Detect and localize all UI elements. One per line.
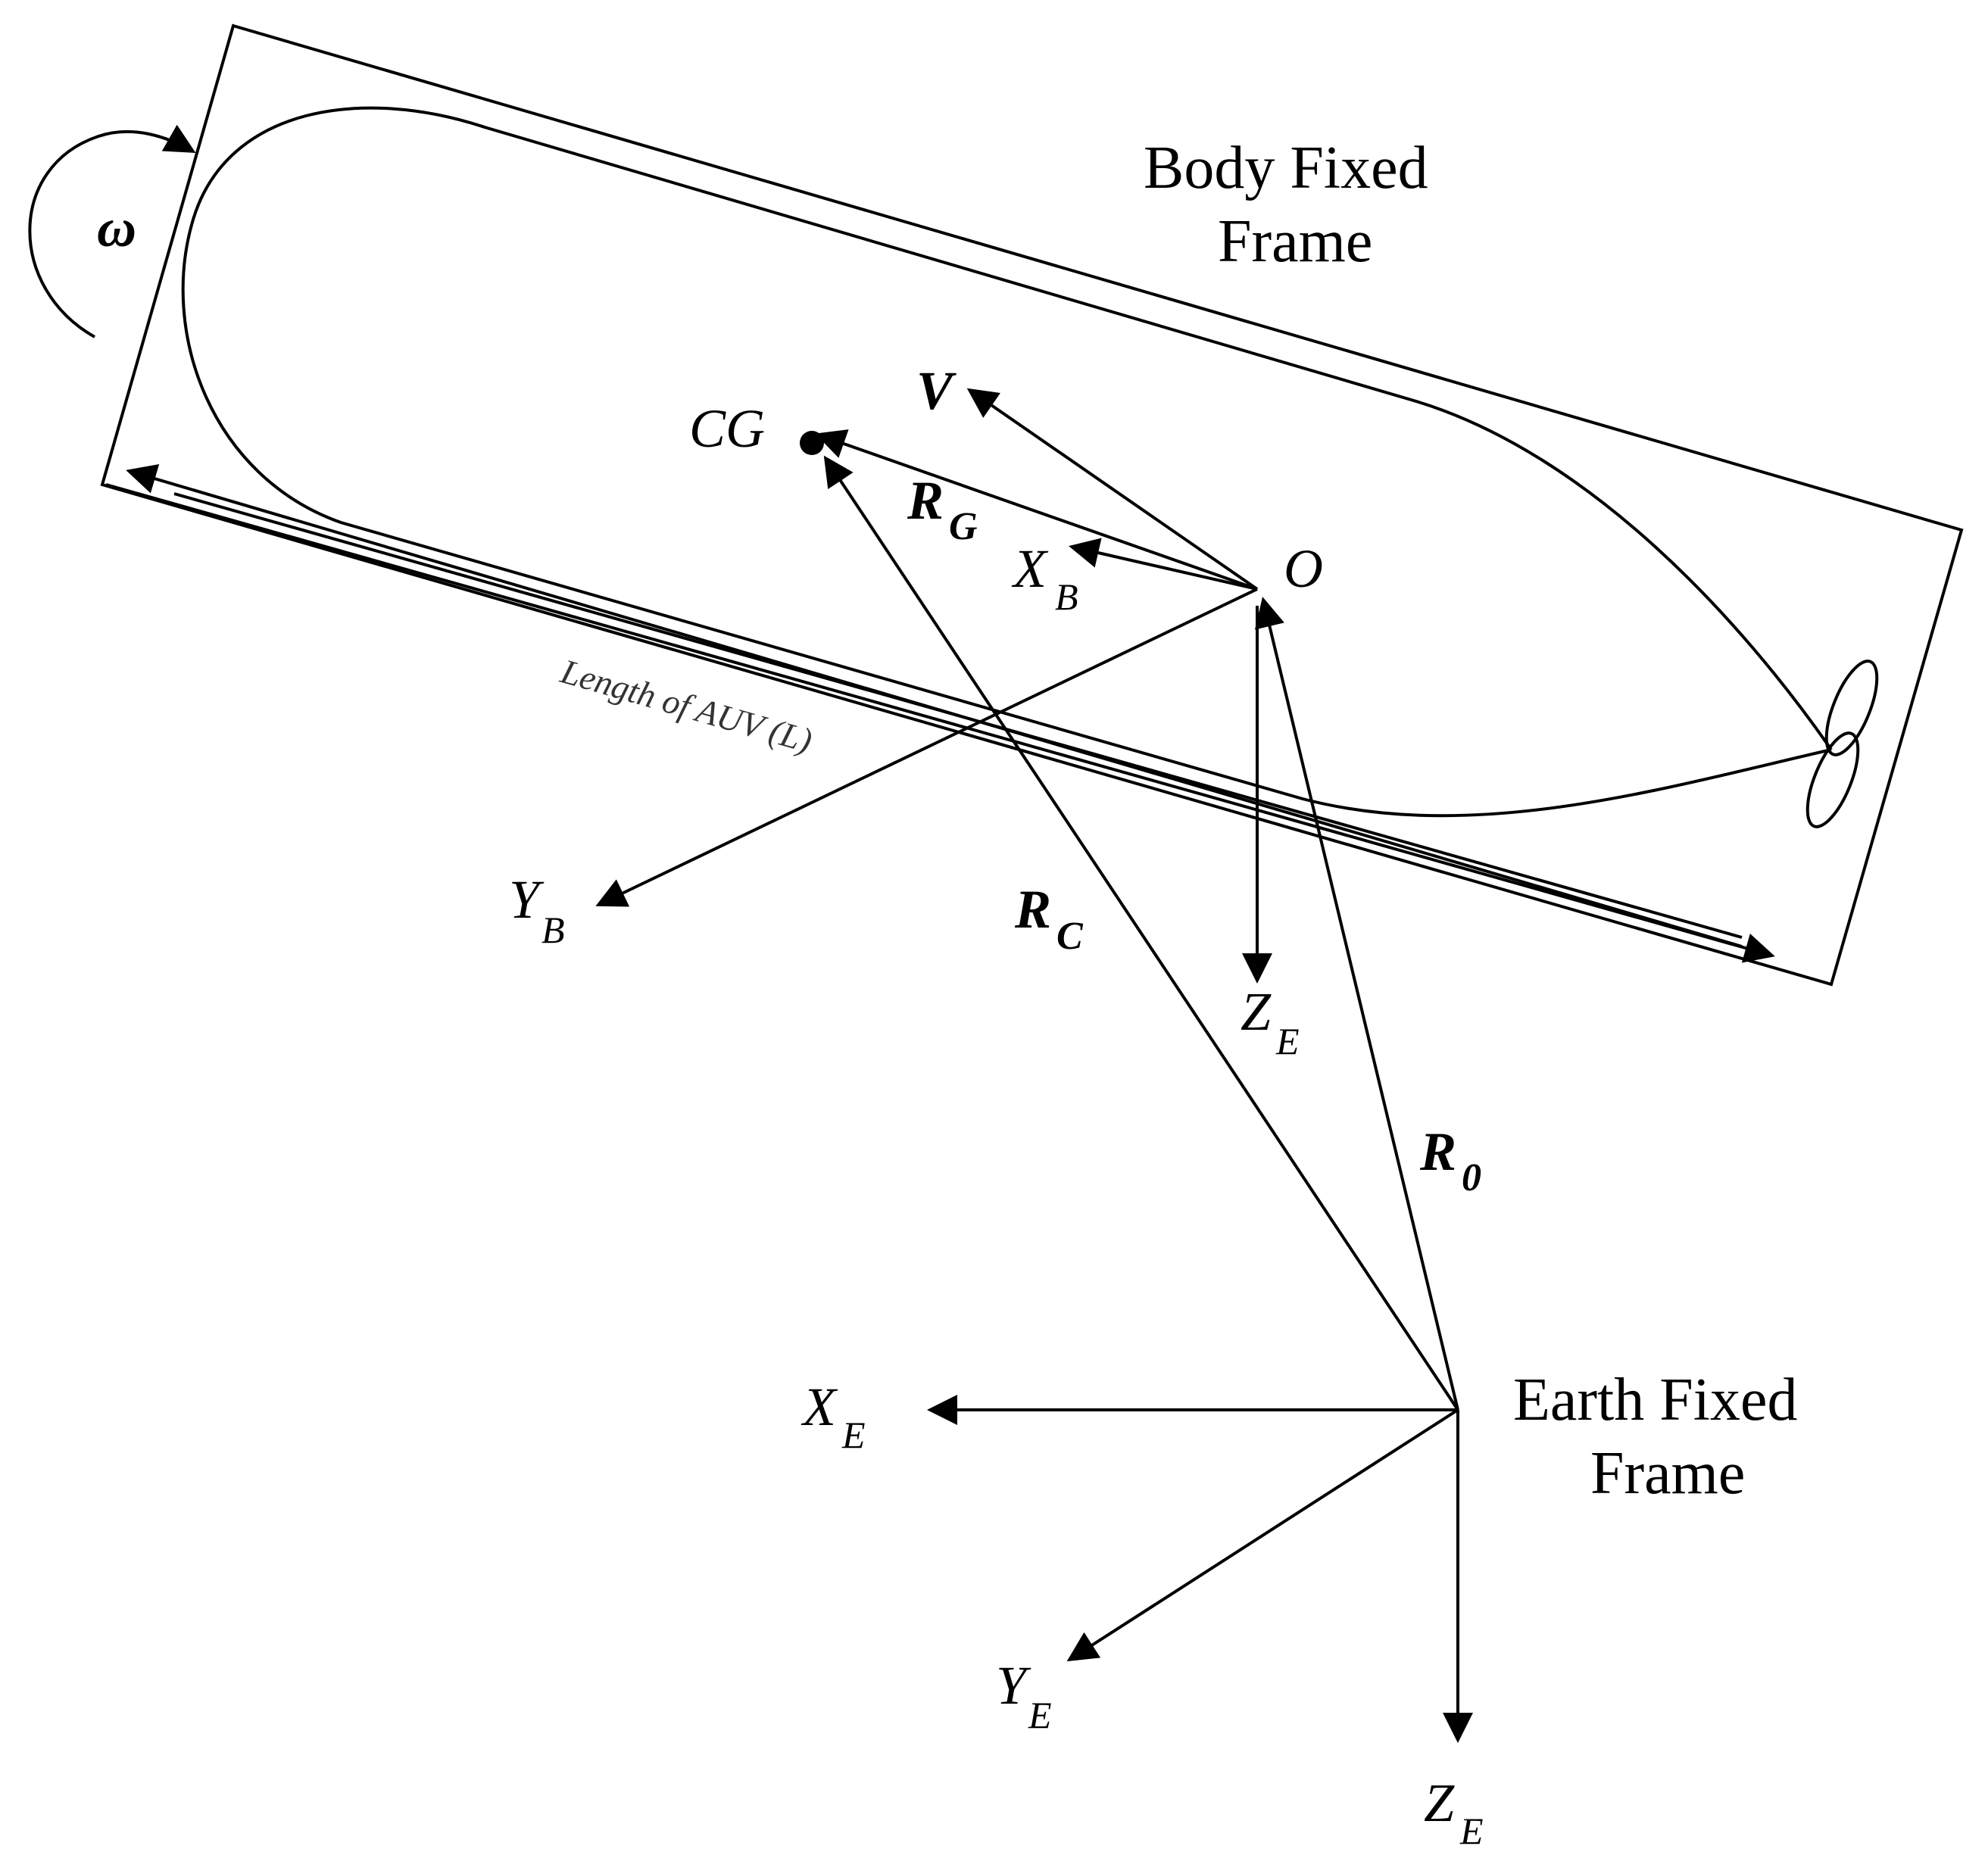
omega-label: ω — [97, 198, 136, 258]
xe-label: X E — [801, 1377, 866, 1456]
svg-text:G: G — [949, 505, 978, 548]
yb-axis-arrow — [595, 588, 1258, 907]
rc-label: R C — [1014, 879, 1084, 958]
omega-rotation-arrow — [28, 124, 196, 338]
ze-label: Z E — [1424, 1773, 1484, 1852]
svg-text:X: X — [801, 1377, 838, 1437]
svg-text:C: C — [1056, 915, 1084, 958]
svg-text:B: B — [541, 909, 565, 951]
rg-label: R G — [907, 470, 978, 548]
svg-text:E: E — [1459, 1810, 1484, 1852]
svg-text:E: E — [841, 1414, 866, 1456]
length-dimension-arrow — [105, 463, 1775, 963]
body-frame-label-line2: Frame — [1218, 208, 1372, 275]
propeller-icon — [1805, 660, 1879, 828]
body-frame-label-line1: Body Fixed — [1144, 135, 1428, 201]
cg-label: CG — [689, 398, 765, 459]
xb-label: X B — [1011, 538, 1078, 618]
svg-text:E: E — [1028, 1694, 1052, 1736]
cg-point — [800, 431, 824, 455]
svg-text:Y: Y — [996, 1655, 1031, 1716]
velocity-label: V — [916, 360, 957, 421]
ye-axis-arrow — [1066, 1408, 1459, 1662]
rc-vector-arrow — [823, 455, 1459, 1411]
auv-hull — [181, 106, 1833, 818]
svg-text:R: R — [1014, 879, 1051, 940]
svg-text:0: 0 — [1462, 1156, 1481, 1199]
ye-label: Y E — [996, 1655, 1052, 1736]
svg-text:Z: Z — [1424, 1773, 1455, 1833]
rg-vector-arrow — [815, 429, 1258, 591]
origin-label: O — [1284, 538, 1323, 599]
svg-text:X: X — [1011, 538, 1049, 599]
svg-text:R: R — [1419, 1121, 1456, 1182]
svg-text:Y: Y — [509, 869, 545, 930]
length-label: Length of AUV (L) — [556, 651, 816, 760]
svg-text:E: E — [1275, 1020, 1300, 1062]
svg-text:B: B — [1055, 575, 1078, 618]
velocity-vector-arrow — [966, 388, 1259, 591]
body-frame-box — [100, 23, 1964, 987]
ze-body-label: Z E — [1241, 981, 1300, 1062]
xb-axis-arrow — [1069, 538, 1258, 591]
earth-frame-label-line2: Frame — [1590, 1440, 1745, 1507]
svg-text:Z: Z — [1241, 981, 1272, 1042]
svg-text:R: R — [907, 470, 944, 531]
r0-label: R 0 — [1419, 1121, 1481, 1199]
earth-frame-label-line1: Earth Fixed — [1513, 1367, 1797, 1433]
yb-label: Y B — [509, 869, 565, 951]
r0-vector-arrow — [1254, 597, 1459, 1411]
